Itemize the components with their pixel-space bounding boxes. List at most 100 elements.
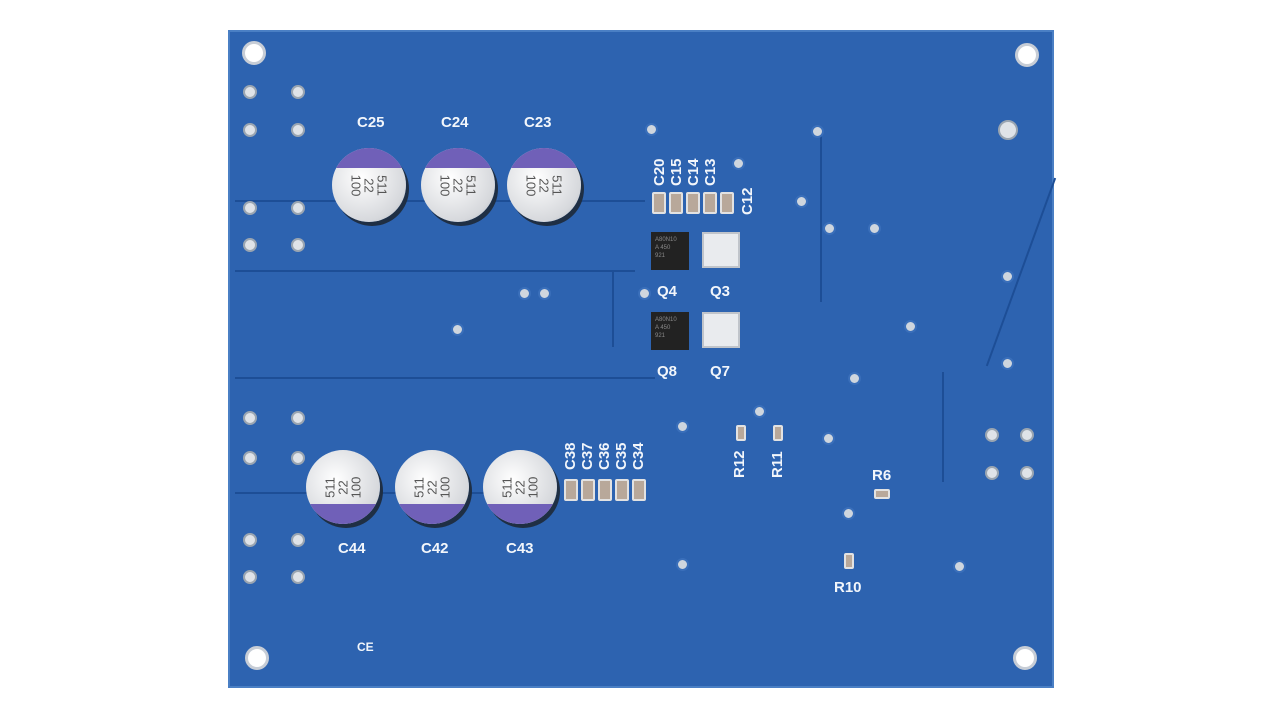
mounting-hole [245,646,269,670]
resistor-label: R11 [769,451,786,478]
resistor-label: R12 [731,450,748,478]
connector-pad [243,411,257,425]
via [1001,270,1014,283]
smd-cap-label: C37 [579,442,596,470]
trace [612,272,614,347]
ce-mark: CE [357,640,374,654]
connector-pad [1020,428,1034,442]
connector-pad [243,201,257,215]
connector-pad [291,201,305,215]
smd-capacitor [720,192,734,214]
via [953,560,966,573]
resistor-label: R10 [834,579,862,596]
connector-pad [998,120,1018,140]
smd-resistor [844,553,854,569]
smd-capacitor [652,192,666,214]
connector-pad [291,533,305,547]
smd-resistor [773,425,783,441]
smd-cap-label: C38 [562,442,579,470]
cap-label: C44 [338,540,366,557]
via [676,558,689,571]
connector-pad [243,123,257,137]
smd-capacitor [632,479,646,501]
transistor-label: Q3 [710,283,731,300]
connector-pad [291,570,305,584]
trace [235,270,635,272]
via [732,157,745,170]
via [811,125,824,138]
smd-cap-label: C36 [596,442,613,470]
smd-resistor [736,425,746,441]
smd-capacitor [703,192,717,214]
connector-pad [243,570,257,584]
connector-pad [291,451,305,465]
smd-cap-label: C20 [651,158,668,186]
transistor-label: Q7 [710,363,731,380]
smd-cap-label: C12 [739,187,756,215]
cap-label: C24 [441,114,469,131]
transistor-label: Q4 [657,283,678,300]
pcb-board [228,30,1057,688]
connector-pad [291,85,305,99]
mosfet-chip [702,232,740,268]
mounting-hole [242,41,266,65]
transistor-label: Q8 [657,363,678,380]
trace [942,372,944,482]
smd-capacitor [598,479,612,501]
via [1001,357,1014,370]
via [645,123,658,136]
trace [820,132,822,302]
connector-pad [243,451,257,465]
via [822,432,835,445]
trace [985,177,1057,367]
via [842,507,855,520]
smd-cap-label: C14 [685,158,702,186]
connector-pad [291,123,305,137]
smd-capacitor [581,479,595,501]
via [753,405,766,418]
connector-pad [985,466,999,480]
smd-capacitor [615,479,629,501]
smd-capacitor [686,192,700,214]
smd-cap-label: C35 [613,442,630,470]
connector-pad [243,85,257,99]
via [904,320,917,333]
via [848,372,861,385]
connector-pad [985,428,999,442]
smd-cap-label: C15 [668,158,685,186]
cap-label: C43 [506,540,534,557]
via [676,420,689,433]
cap-label: C42 [421,540,449,557]
via [518,287,531,300]
mounting-hole [1013,646,1037,670]
connector-pad [291,238,305,252]
connector-pad [243,238,257,252]
trace [235,377,655,379]
smd-capacitor [564,479,578,501]
via [795,195,808,208]
connector-pad [291,411,305,425]
via [823,222,836,235]
smd-capacitor [669,192,683,214]
cap-label: C23 [524,114,552,131]
mosfet-chip [702,312,740,348]
smd-resistor [874,489,890,499]
mounting-hole [1015,43,1039,67]
smd-cap-label: C34 [630,442,647,470]
smd-cap-label: C13 [702,158,719,186]
via [868,222,881,235]
via [538,287,551,300]
resistor-label: R6 [872,467,892,484]
via [638,287,651,300]
cap-label: C25 [357,114,385,131]
connector-pad [243,533,257,547]
connector-pad [1020,466,1034,480]
via [451,323,464,336]
